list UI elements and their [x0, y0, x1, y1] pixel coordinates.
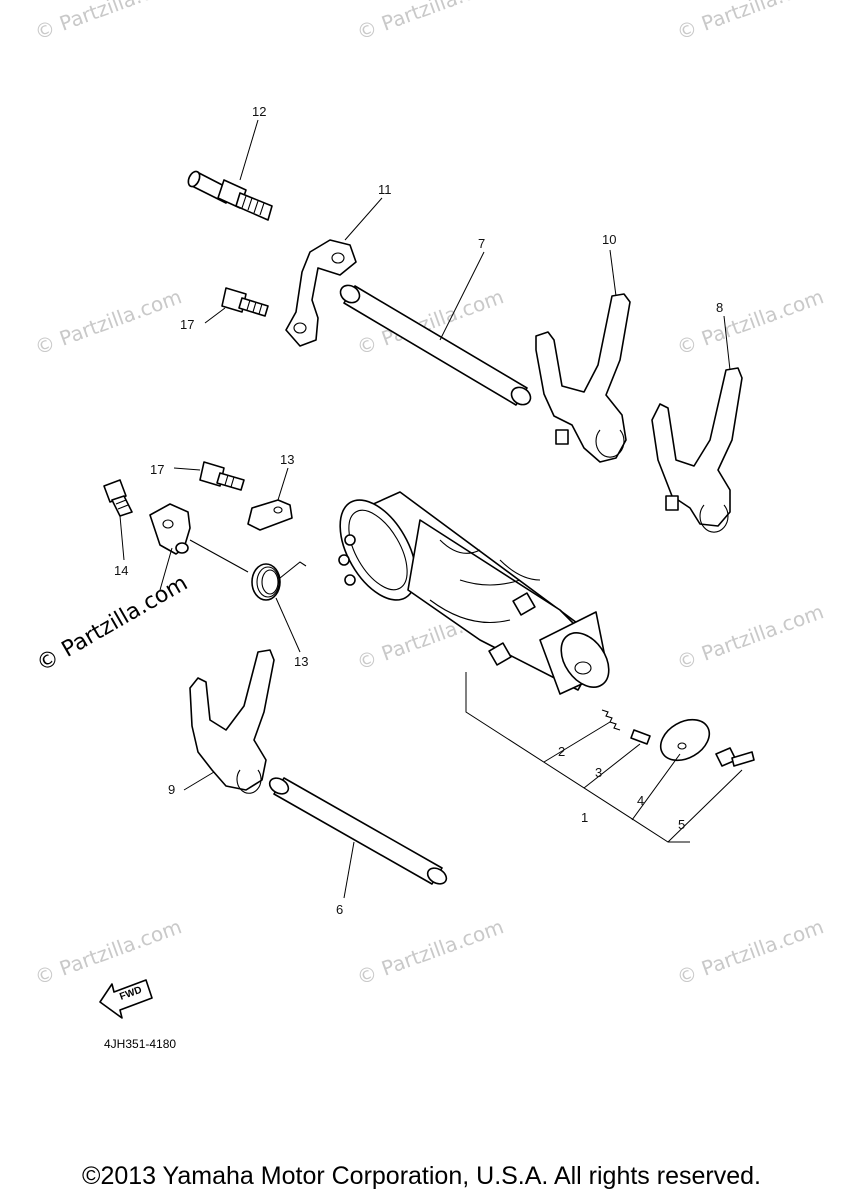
callout-13: 13 [294, 654, 308, 669]
leader-7 [439, 251, 485, 341]
fwd-arrow-icon: FWD [99, 979, 153, 1019]
callout-10: 10 [602, 232, 616, 247]
part-17-bolt-lower [199, 461, 245, 491]
watermark: © Partzilla.com [32, 914, 185, 989]
part-6-guide-bar [268, 777, 448, 885]
watermark: © Partzilla.com [674, 284, 827, 359]
part-17-bolt-upper [221, 287, 269, 317]
part-stopper-lever [149, 503, 191, 555]
part-10-shift-fork [535, 293, 631, 463]
part-9-shift-fork [189, 649, 275, 794]
callout-17-lower: 17 [150, 462, 164, 477]
callout-5: 5 [678, 817, 685, 832]
part-1-shift-drum [338, 491, 610, 695]
watermark: © Partzilla.com [354, 914, 507, 989]
part-5-screw [715, 747, 755, 767]
part-2-small-spring [601, 709, 621, 731]
leader-lever [159, 547, 173, 591]
leader-14 [277, 467, 289, 501]
part-16-bolt [103, 479, 133, 517]
leader-9 [183, 771, 215, 791]
callout-3: 3 [595, 765, 602, 780]
copyright-notice: ©2013 Yamaha Motor Corporation, U.S.A. A… [82, 1162, 761, 1190]
watermark: © Partzilla.com [674, 599, 827, 674]
part-13-spring [189, 539, 307, 601]
leader-16 [119, 515, 125, 561]
watermark: © Partzilla.com [32, 284, 185, 359]
leader-12 [239, 119, 259, 181]
leader-10 [609, 249, 617, 297]
part-11-bracket-plate [285, 239, 357, 347]
leader-13 [275, 597, 301, 653]
callout-17-upper: 17 [180, 317, 194, 332]
callout-8: 8 [716, 300, 723, 315]
callout-1: 1 [581, 810, 588, 825]
part-7-guide-bar [339, 284, 532, 406]
part-code: 4JH351-4180 [104, 1037, 176, 1051]
callout-11: 11 [378, 182, 392, 197]
leader-17-upper [204, 307, 226, 324]
assembly-bracket-lines [465, 672, 743, 843]
callout-2: 2 [558, 744, 565, 759]
callout-6: 6 [336, 902, 343, 917]
watermark: © Partzilla.com [674, 0, 827, 45]
part-14-stopper-plate [247, 499, 293, 531]
leader-11 [344, 197, 383, 241]
leader-6 [343, 841, 355, 899]
watermark: © Partzilla.com [674, 914, 827, 989]
callout-16: 14 [114, 563, 128, 578]
callout-12: 12 [252, 104, 266, 119]
part-4-plate [659, 718, 711, 762]
leader-8 [723, 315, 731, 371]
part-12-stud-bolt [187, 170, 273, 221]
callout-7: 7 [478, 236, 485, 251]
part-8-shift-fork [651, 367, 743, 533]
callout-14: 13 [280, 452, 294, 467]
watermark-prominent: © Partzilla.com [33, 571, 193, 678]
callout-4: 4 [637, 793, 644, 808]
watermark: © Partzilla.com [354, 0, 507, 45]
part-3-pin [630, 729, 651, 745]
watermark: © Partzilla.com [32, 0, 185, 45]
leader-17-lower [173, 467, 201, 471]
callout-9: 9 [168, 782, 175, 797]
